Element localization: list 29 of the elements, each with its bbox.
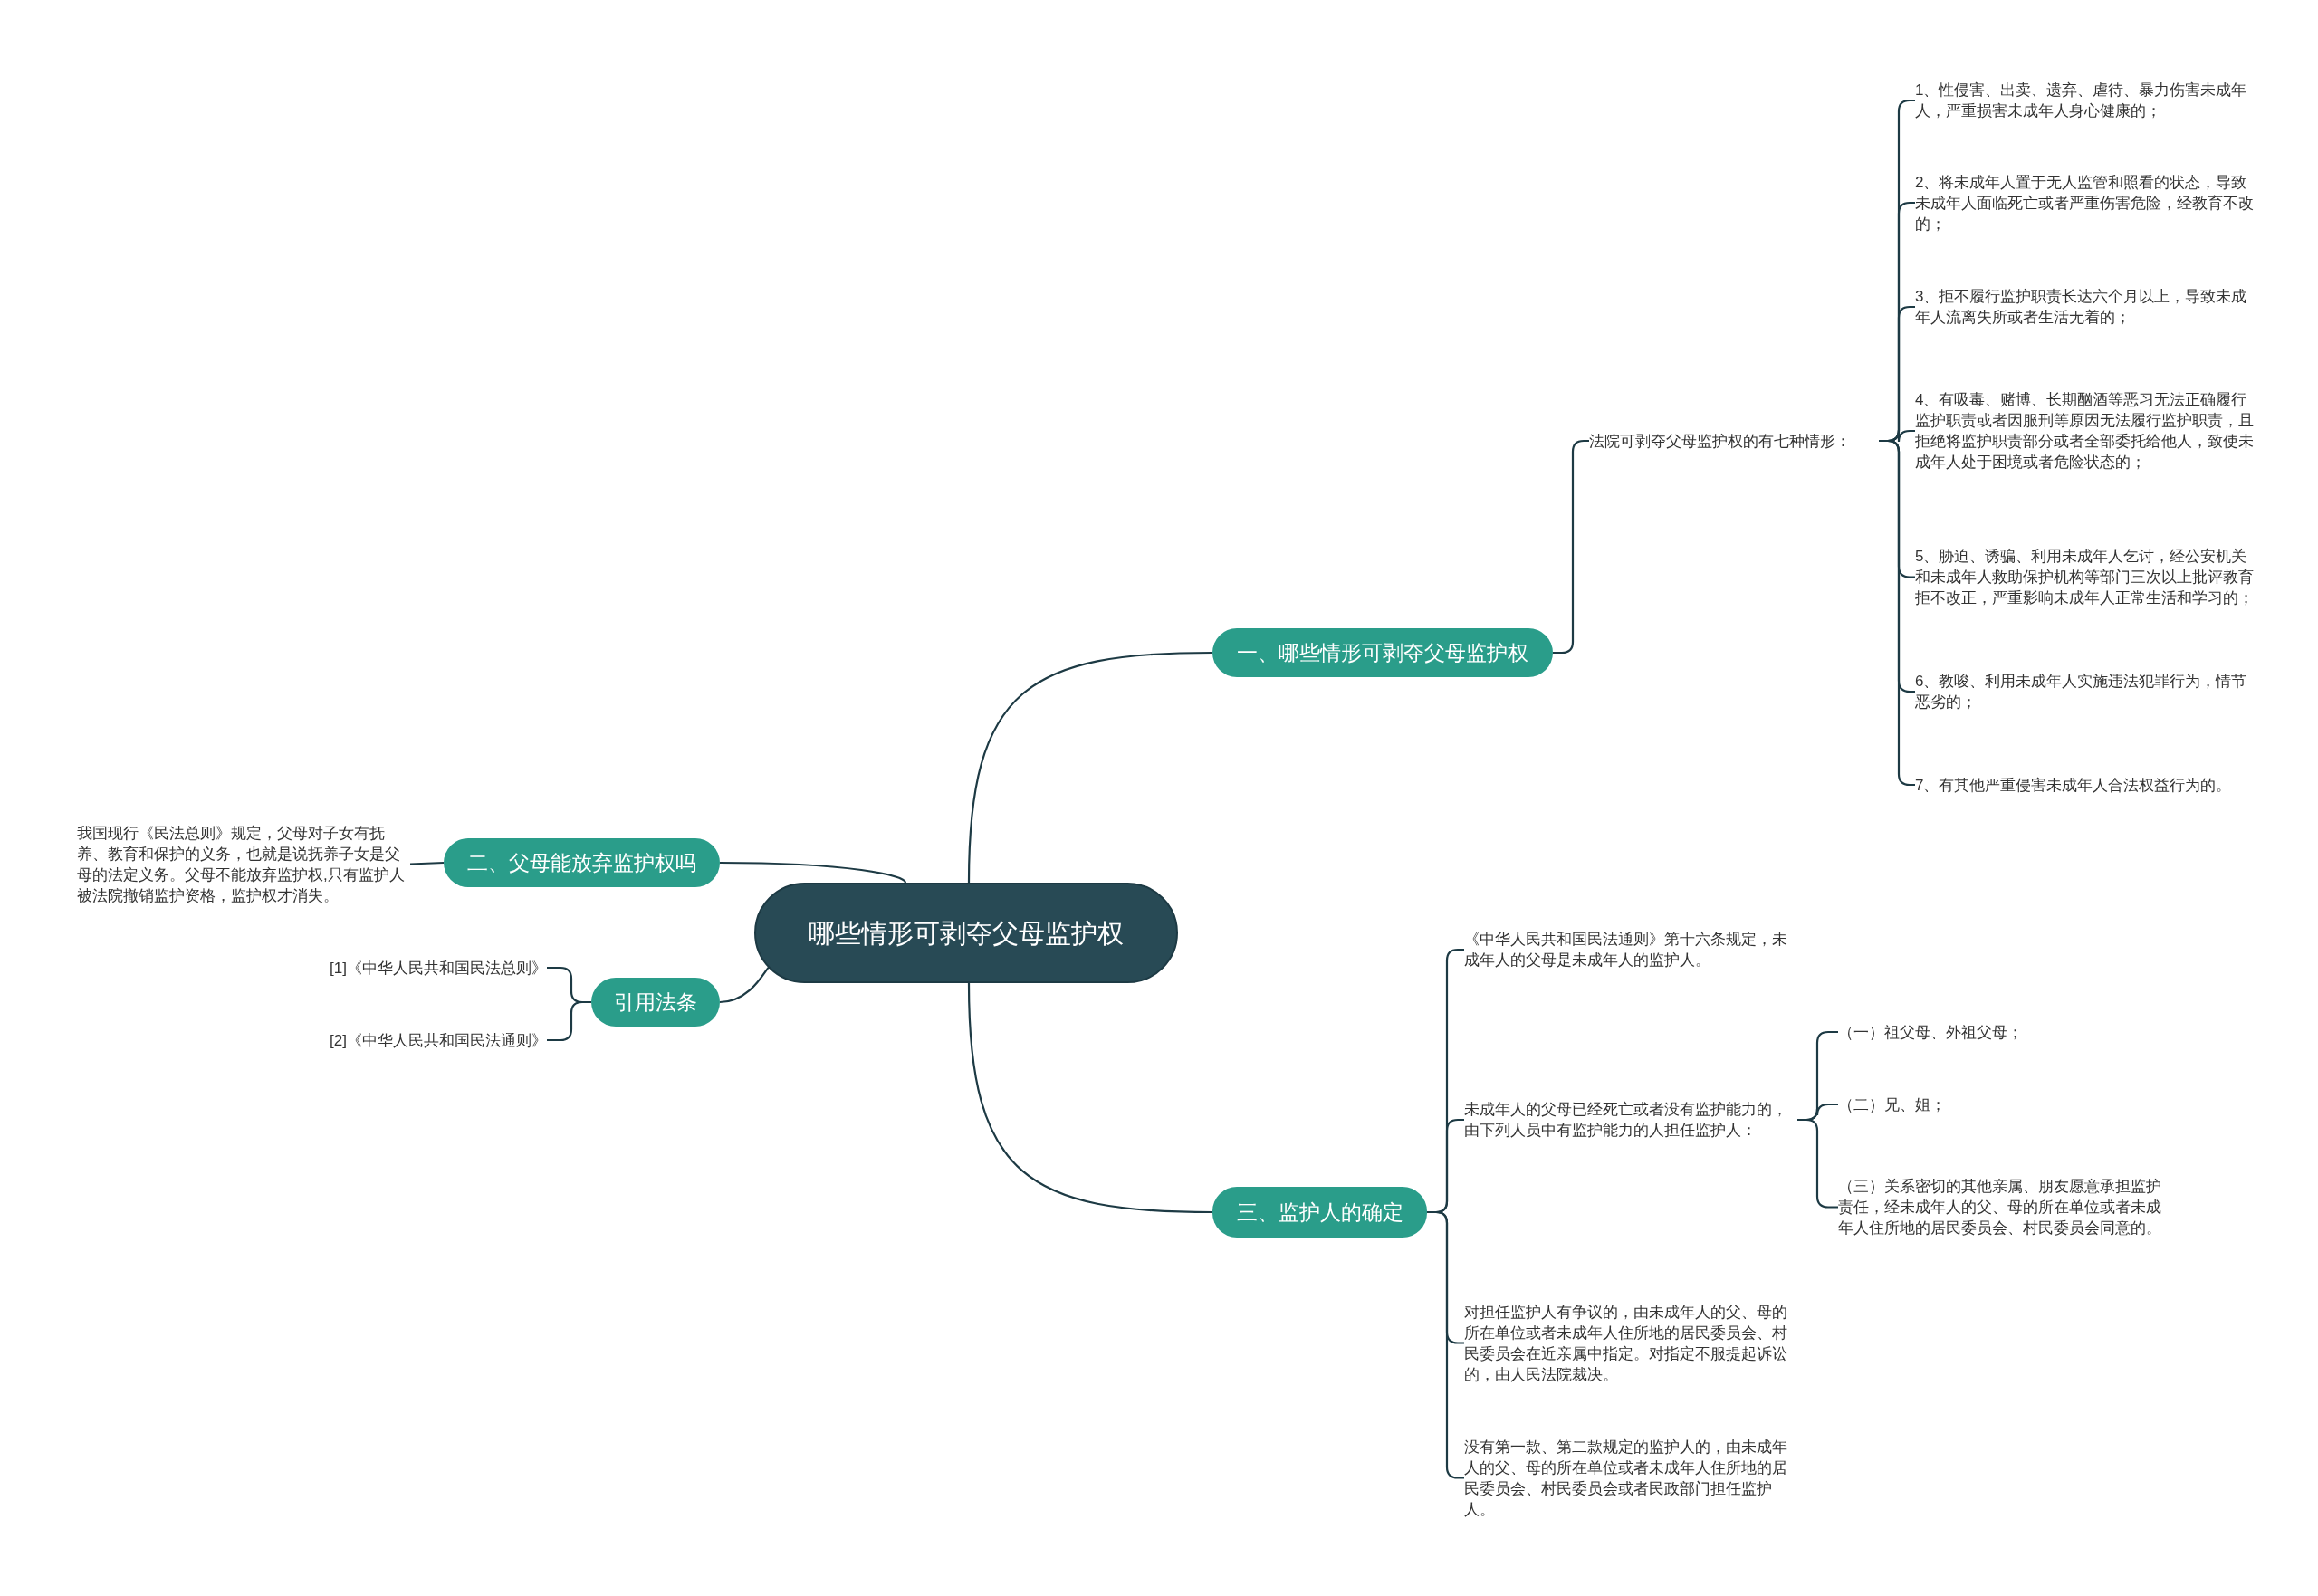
note-text: （一）祖父母、外祖父母； [1838,1021,2110,1043]
connector-line [967,651,1213,884]
note-text: 6、教唆、利用未成年人实施违法犯罪行为，情节恶劣的； [1915,670,2255,713]
note-text: 未成年人的父母已经死亡或者没有监护能力的，由下列人员中有监护能力的人担任监护人： [1464,1098,1797,1142]
note-text: [2]《中华人民共和国民法通则》 [299,1029,547,1051]
note-text: 3、拒不履行监护职责长达六个月以上，导致未成年人流离失所或者生活无着的； [1915,285,2255,329]
note-text: （三）关系密切的其他亲属、朋友愿意承担监护责任，经未成年人的父、母的所在单位或者未成年人住所地的居民委员会、村民委员会同意的。 [1838,1165,2171,1249]
note-text: 没有第一款、第二款规定的监护人的，由未成年人的父、母的所在单位或者未成年人住所地的居民委员会、村民委员会或者民政部门担任监护人。 [1464,1436,1797,1520]
topic-box: 二、父母能放弃监护权吗 [444,838,720,887]
topic-box: 三、监护人的确定 [1212,1187,1427,1238]
note-text: 7、有其他严重侵害未成年人合法权益行为的。 [1915,763,2255,807]
central-topic-box: 哪些情形可剥夺父母监护权 [754,883,1178,983]
connector-line [547,1000,591,1042]
note-text: 4、有吸毒、赌博、长期酗酒等恶习无法正确履行监护职责或者因服刑等原因无法履行监护职责，且拒绝将监护职责部分或者全部委托给他人，致使未成年人处于困境或者危险状态的； [1915,378,2255,483]
connector-line [967,982,1212,1214]
note-text: 5、胁迫、诱骗、利用未成年人乞讨，经公安机关和未成年人救助保护机构等部门三次以上批评教育拒不改正，严重影响未成年人正常生活和学习的； [1915,535,2255,619]
note-text: 1、性侵害、出卖、遗弃、虐待、暴力伤害未成年人，严重损害未成年人身心健康的； [1915,79,2255,122]
note-text: （二）兄、姐； [1838,1094,2110,1115]
topic-box: 引用法条 [591,978,720,1027]
connector-line [720,861,906,884]
topic-box: 一、哪些情形可剥夺父母监护权 [1212,628,1553,677]
note-text: 我国现行《民法总则》规定，父母对子女有抚养、教育和保护的义务，也就是说抚养子女是父母的法定义务。父母不能放弃监护权,只有监护人被法院撤销监护资格，监护权才消失。 [77,822,410,906]
connector-line [409,861,445,865]
note-text: [1]《中华人民共和国民法总则》 [299,957,547,979]
note-text: 《中华人民共和国民法通则》第十六条规定，未成年人的父母是未成年人的监护人。 [1464,928,1797,971]
note-text: 法院可剥夺父母监护权的有七种情形： [1589,430,1879,452]
note-text: 2、将未成年人置于无人监管和照看的状态，导致未成年人面临死亡或者严重伤害危险，经教育不改的； [1915,171,2255,234]
connector-line [719,967,770,1004]
note-text: 对担任监护人有争议的，由未成年人的父、母的所在单位或者未成年人住所地的居民委员会、村民委员会在近亲属中指定。对指定不服提起诉讼的，由人民法院裁决。 [1464,1301,1797,1385]
